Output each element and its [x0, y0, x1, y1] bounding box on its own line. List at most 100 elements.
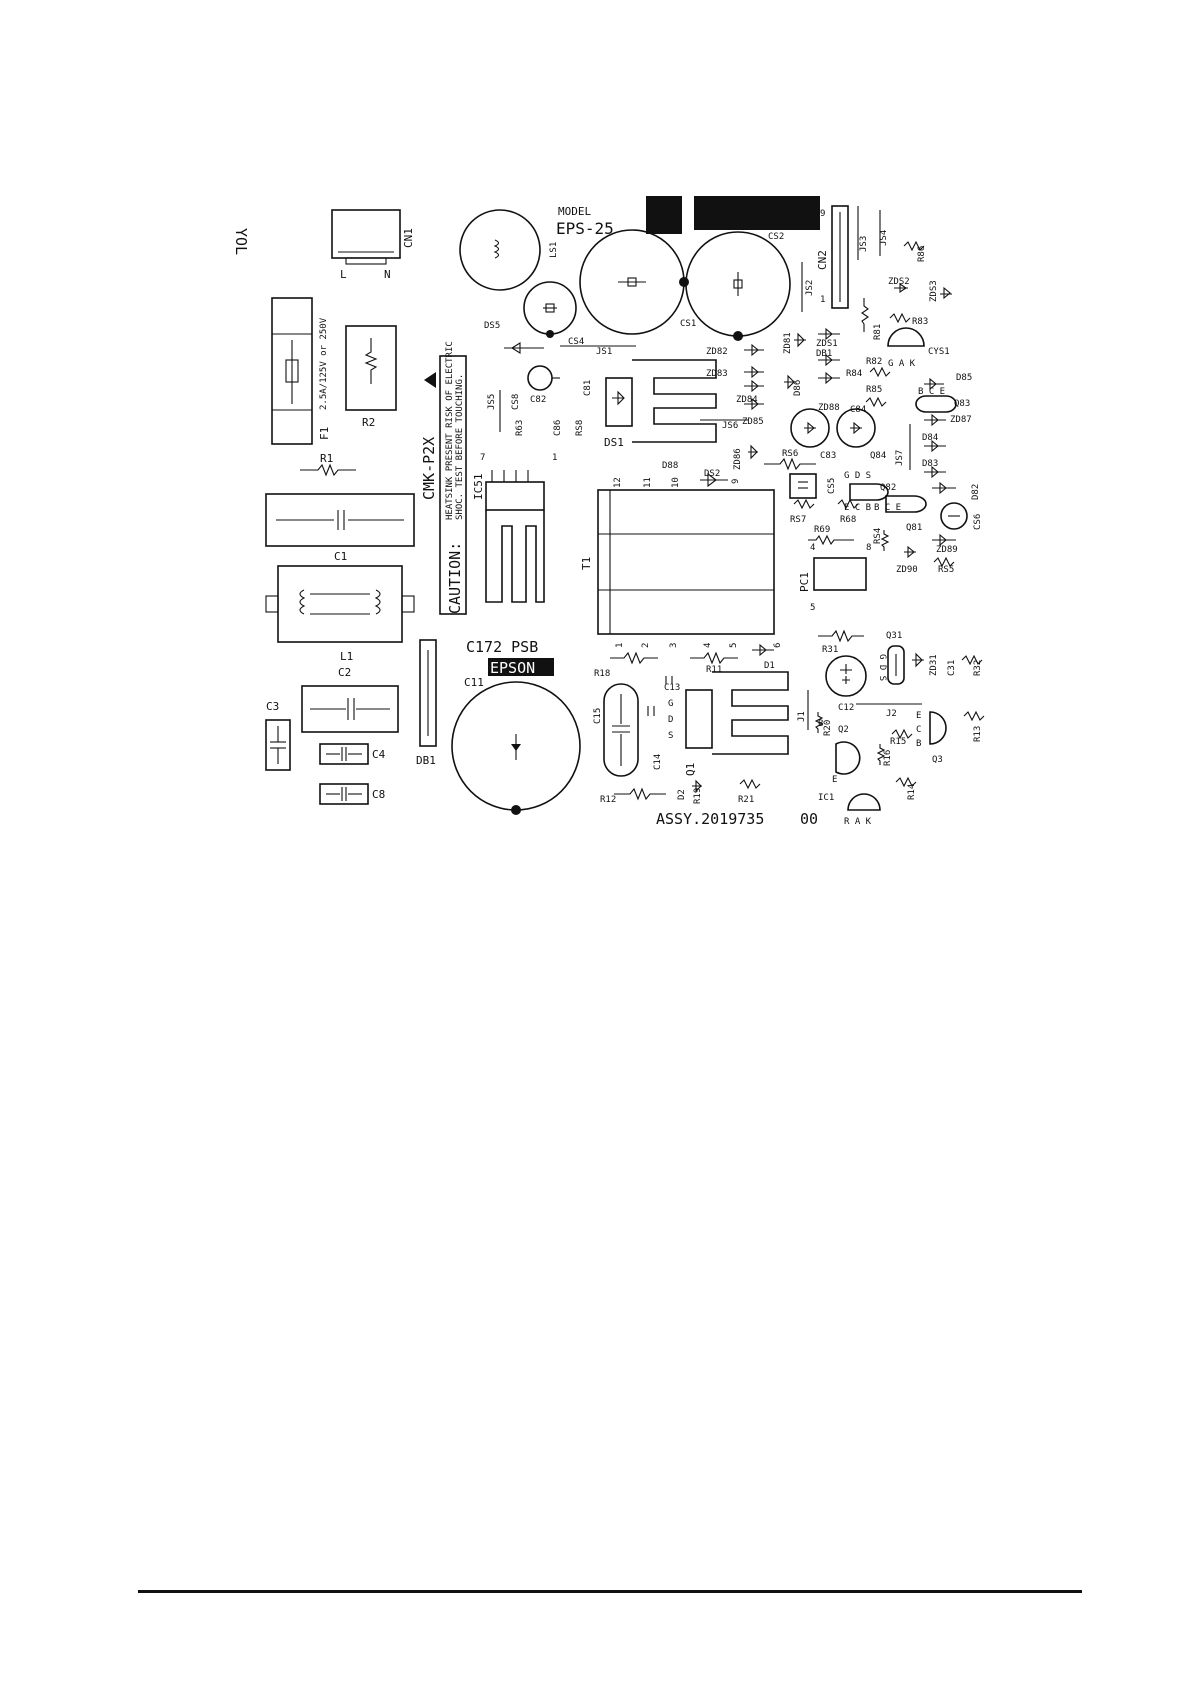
assy-number: ASSY.2019735	[656, 810, 764, 828]
board-name: C172 PSB	[466, 638, 538, 656]
caution-text-line2: SHOC. TEST BEFORE TOUCHING.	[455, 374, 465, 520]
label-q82: Q82	[880, 483, 896, 493]
label-c13: C13	[664, 683, 680, 693]
assy-revision: 00	[800, 810, 818, 828]
label-js5: JS5	[487, 394, 497, 410]
label-c15: C15	[593, 708, 603, 724]
label-q2: Q2	[838, 725, 849, 735]
label-ic51: IC51	[472, 474, 485, 501]
label-r84: R84	[846, 369, 862, 379]
capacitor-cs4	[523, 281, 577, 338]
label-zd87: ZD87	[950, 415, 972, 425]
label-c84: C84	[850, 405, 866, 415]
label-j2: J2	[886, 709, 897, 719]
label-cn1-n: N	[384, 268, 391, 281]
label-zd83: ZD83	[706, 369, 728, 379]
capacitor-c11	[451, 681, 581, 815]
thyristor-cys1	[887, 327, 925, 347]
label-cn2: CN2	[816, 250, 829, 270]
label-rs6: RS6	[782, 449, 798, 459]
t1-pin12: 12	[613, 477, 623, 488]
label-js2: JS2	[805, 280, 815, 296]
rectifier-ds1	[605, 359, 717, 443]
shunt-regulator-ic1	[847, 793, 881, 811]
label-ds1: DS1	[604, 436, 624, 449]
resistor-r2	[345, 325, 397, 411]
capacitor-cs6	[940, 502, 968, 530]
label-d2: D2	[677, 789, 687, 800]
warning-triangle-icon	[424, 372, 436, 388]
label-zd89: ZD89	[936, 545, 958, 555]
caution-box	[439, 355, 467, 615]
t1-pin4: 4	[703, 643, 713, 648]
model-label: MODEL	[558, 205, 591, 218]
label-fuse-rating: 2.5A/125V or 250V	[319, 317, 329, 410]
label-ic1-pins: R A K	[844, 817, 872, 827]
transformer-t1	[597, 489, 775, 635]
label-cs2: CS2	[768, 232, 784, 242]
label-q1-s: S	[668, 731, 673, 741]
label-d86: D86	[793, 380, 803, 396]
label-js3: JS3	[859, 236, 869, 252]
label-r31: R31	[822, 645, 838, 655]
label-r12: R12	[600, 795, 616, 805]
model-value: EPS-25	[556, 219, 614, 238]
label-r82: R82	[866, 357, 882, 367]
capacitor-cs2	[685, 231, 791, 341]
label-cn1: CN1	[402, 228, 415, 248]
corner-mark: YOL	[232, 228, 250, 255]
transistor-q83	[915, 395, 957, 413]
label-zd88: ZD88	[818, 403, 840, 413]
label-cs8: CS8	[511, 394, 521, 410]
pc1-pin5: 5	[810, 603, 815, 613]
capacitor-c2	[301, 685, 399, 733]
label-js4: JS4	[879, 230, 889, 246]
label-c2: C2	[338, 666, 351, 679]
label-zds3: ZDS3	[929, 280, 939, 302]
label-c81: C81	[583, 380, 593, 396]
label-q84-pins: G D S	[844, 471, 871, 481]
label-c1: C1	[334, 550, 347, 563]
t1-pin3: 3	[669, 643, 679, 648]
label-r32: R32	[973, 660, 983, 676]
label-q83: Q83	[954, 399, 970, 409]
label-r13: R13	[973, 726, 983, 742]
label-ds5: DS5	[484, 321, 500, 331]
label-d1: D1	[764, 661, 775, 671]
label-c4: C4	[372, 748, 386, 761]
transistor-q2	[835, 741, 861, 775]
capacitor-cs5	[789, 473, 817, 499]
capacitor-c12	[825, 655, 867, 697]
ic51-pin7: 7	[480, 453, 485, 463]
label-c12: C12	[838, 703, 854, 713]
label-q1-g: G	[668, 699, 673, 709]
label-db1-small: DB1	[816, 349, 832, 359]
capacitor-c1	[265, 493, 415, 547]
t1-pin9: 9	[731, 479, 741, 484]
label-q82-pins: E C B	[844, 503, 871, 513]
label-r15: R15	[890, 737, 906, 747]
label-r81: R81	[873, 324, 883, 340]
brand-plate	[488, 658, 554, 676]
label-q31-pins: G D S	[877, 654, 887, 681]
label-r86: R86	[917, 246, 927, 262]
brand-name: EPSON	[490, 659, 535, 677]
label-zd31: ZD31	[929, 654, 939, 676]
label-ls1: LS1	[549, 242, 559, 258]
label-c14: C14	[653, 754, 663, 770]
capacitor-c15	[603, 683, 639, 777]
label-zd82: ZD82	[706, 347, 728, 357]
label-db1: DB1	[416, 754, 436, 767]
label-zd85: ZD85	[742, 417, 764, 427]
cn2-pin1: 1	[820, 295, 825, 305]
label-cs4: CS4	[568, 337, 584, 347]
label-rs8: RS8	[575, 420, 585, 436]
capacitor-c4	[319, 743, 369, 765]
label-zds2: ZDS2	[888, 277, 910, 287]
label-t1: T1	[580, 557, 593, 570]
label-zd81: ZD81	[783, 332, 793, 354]
label-d88: D88	[662, 461, 678, 471]
capacitor-c84	[836, 408, 876, 448]
label-ds2: DS2	[704, 469, 720, 479]
